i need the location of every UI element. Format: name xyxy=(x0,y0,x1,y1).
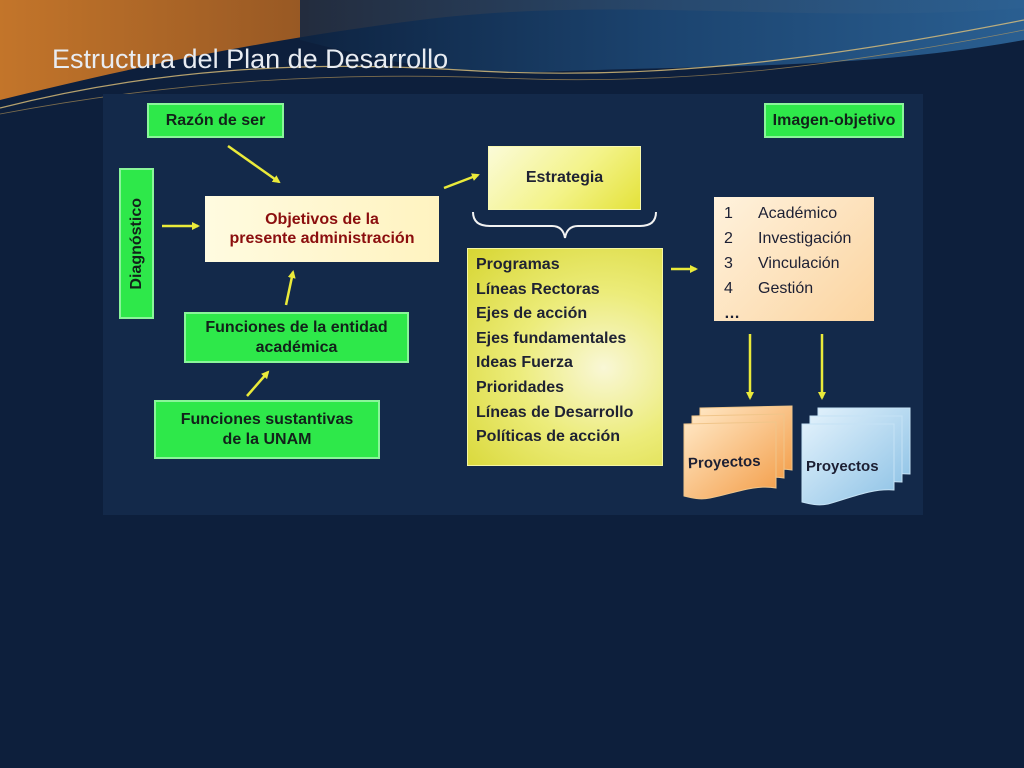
funciones-entidad-box: Funciones de la entidad académica xyxy=(184,312,409,363)
programas-item: Ejes de acción xyxy=(476,305,588,323)
proyectos-label-blue: Proyectos xyxy=(806,458,879,475)
diagnostico-label: Diagnóstico xyxy=(127,197,145,290)
objetivos-line1: Objetivos de la xyxy=(265,210,379,228)
list-item-number: 1 xyxy=(724,205,733,222)
programas-item: Políticas de acción xyxy=(476,428,621,446)
funciones-entidad-line2: académica xyxy=(255,338,338,356)
razon-de-ser-label: Razón de ser xyxy=(165,111,266,129)
list-item-label: Vinculación xyxy=(758,255,840,272)
programas-item: Ejes fundamentales xyxy=(476,329,627,347)
list-item: 1 Académico xyxy=(724,201,864,226)
ejes-numbered-list: 1 Académico 2 Investigación 3 Vinculació… xyxy=(714,197,874,322)
programas-item: Líneas Rectoras xyxy=(476,280,600,298)
list-item: … xyxy=(724,301,864,326)
razon-de-ser-box: Razón de ser xyxy=(147,103,284,138)
programas-item: Líneas de Desarrollo xyxy=(476,403,634,421)
programas-item: Prioridades xyxy=(476,378,565,396)
list-item-number: 2 xyxy=(724,230,733,247)
list-item: 3 Vinculación xyxy=(724,251,864,276)
list-item-label: Investigación xyxy=(758,230,852,247)
list-item-label: Gestión xyxy=(758,280,814,297)
estrategia-label: Estrategia xyxy=(525,169,604,187)
list-item: 2 Investigación xyxy=(724,226,864,251)
list-item-number: 3 xyxy=(724,255,733,272)
funciones-sustantivas-line2: de la UNAM xyxy=(222,430,312,448)
list-item: 4 Gestión xyxy=(724,276,864,301)
imagen-objetivo-label: Imagen-objetivo xyxy=(772,111,896,129)
list-ellipsis: … xyxy=(724,305,740,322)
funciones-sustantivas-box: Funciones sustantivas de la UNAM xyxy=(154,400,380,459)
diagnostico-box: Diagnóstico xyxy=(119,168,154,319)
header-banner xyxy=(0,0,1024,115)
proyectos-label-orange: Proyectos xyxy=(687,452,761,473)
imagen-objetivo-box: Imagen-objetivo xyxy=(764,103,904,138)
programas-item: Programas xyxy=(476,256,560,273)
objetivos-line2: presente administración xyxy=(229,230,415,247)
estrategia-box: Estrategia xyxy=(488,146,641,210)
slide-title: Estructura del Plan de Desarrollo xyxy=(52,44,449,74)
objetivos-box: Objetivos de la presente administración xyxy=(205,196,439,262)
list-item-label: Académico xyxy=(758,205,838,222)
programas-list: Programas Líneas Rectoras Ejes de acción… xyxy=(467,248,663,466)
programas-item: Ideas Fuerza xyxy=(476,354,573,372)
list-item-number: 4 xyxy=(724,280,733,297)
funciones-sustantivas-line1: Funciones sustantivas xyxy=(180,411,354,429)
funciones-entidad-line1: Funciones de la entidad xyxy=(205,319,388,337)
